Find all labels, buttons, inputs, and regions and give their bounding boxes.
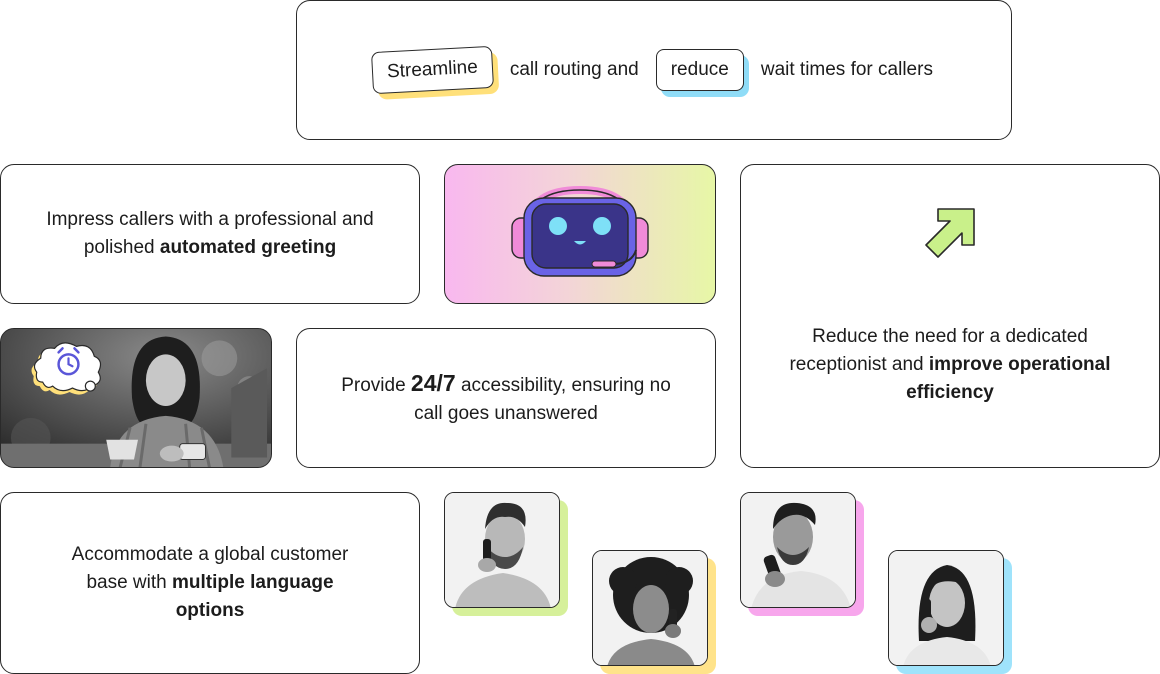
banner-text-2: wait times for callers — [760, 59, 933, 80]
caller-photo-man-beard — [444, 492, 568, 616]
language-text: Accommodate a global customer base with … — [51, 541, 369, 625]
person-icon — [445, 493, 559, 607]
caller-photo-woman-asian — [888, 550, 1012, 674]
arrow-up-right-icon — [925, 208, 975, 258]
tile-photo — [740, 492, 856, 608]
accessibility-card: Provide 24/7 accessibility, ensuring no … — [296, 328, 716, 468]
greeting-card: Impress callers with a professional and … — [0, 164, 420, 304]
tile-photo — [888, 550, 1004, 666]
banner-card: Streamline call routing and reduce wait … — [296, 0, 1012, 140]
greeting-text-bold: automated greeting — [159, 237, 337, 258]
accessibility-suffix: accessibility, ensuring no call goes una… — [414, 374, 671, 424]
robot-headset-icon — [511, 185, 649, 277]
reduce-text: Reduce the need for a dedicated receptio… — [781, 323, 1119, 407]
robot-card — [444, 164, 716, 304]
language-text-plain: Accommodate a global customer base with — [71, 544, 349, 593]
accessibility-bold: 24/7 — [410, 369, 456, 396]
person-icon — [593, 551, 707, 665]
tile-photo — [444, 492, 560, 608]
language-card: Accommodate a global customer base with … — [0, 492, 420, 674]
streamline-chip: Streamline — [371, 45, 500, 100]
woman-photo-illustration — [1, 329, 271, 467]
caller-photo-woman-curly — [592, 550, 716, 674]
woman-with-phone-photo — [0, 328, 272, 468]
reduce-text-bold: improve operational efficiency — [906, 354, 1111, 403]
greeting-text-plain: Impress callers with a professional and … — [46, 209, 374, 258]
reduce-text-plain: Reduce the need for a dedicated receptio… — [789, 326, 1088, 375]
language-text-bold: multiple language options — [172, 572, 334, 621]
reduce-chip: reduce — [655, 49, 749, 97]
tile-photo — [592, 550, 708, 666]
reduce-need-card: Reduce the need for a dedicated receptio… — [740, 164, 1160, 468]
accessibility-text: Provide 24/7 accessibility, ensuring no … — [337, 369, 675, 428]
alarm-clock-icon — [57, 347, 80, 376]
greeting-text: Impress callers with a professional and … — [41, 206, 379, 262]
reduce-chip-label: reduce — [655, 49, 744, 91]
thought-bubble — [31, 342, 102, 395]
person-icon — [741, 493, 855, 607]
person-icon — [889, 551, 1003, 665]
accessibility-prefix: Provide — [341, 374, 411, 396]
streamline-chip-label: Streamline — [371, 45, 494, 95]
caller-photo-man-smiling — [740, 492, 864, 616]
banner-text-1: call routing and — [509, 59, 639, 80]
